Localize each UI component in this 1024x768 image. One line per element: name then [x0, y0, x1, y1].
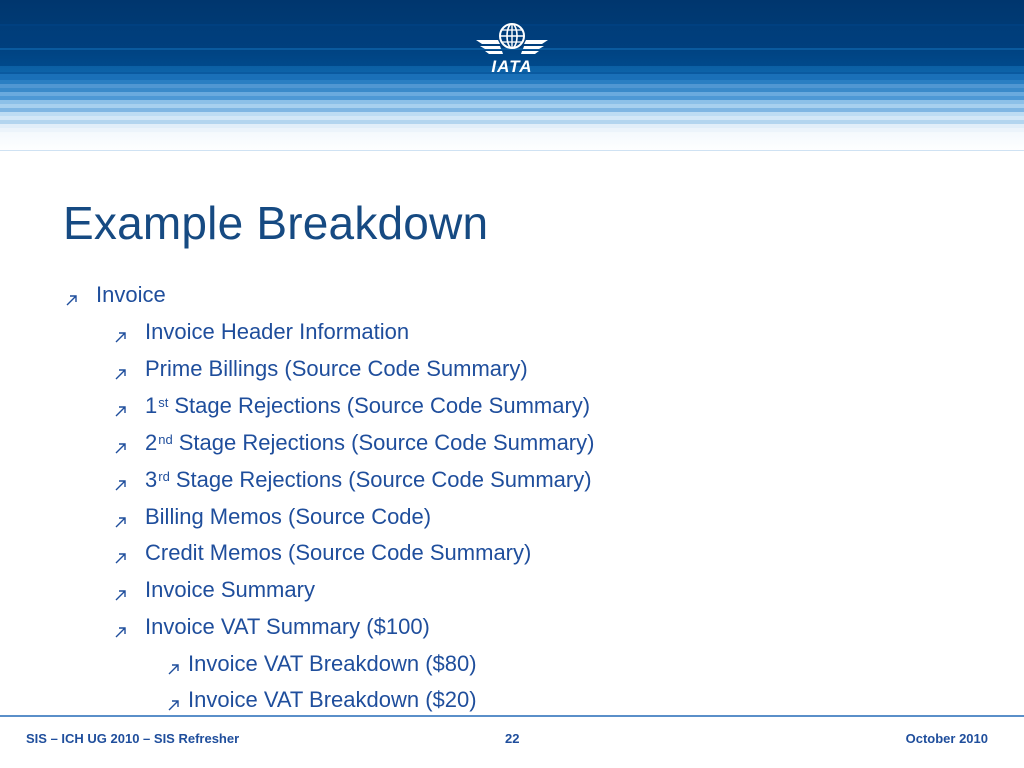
- arrow-up-right-icon: [113, 544, 129, 564]
- bullet-text: Invoice VAT Breakdown ($20): [188, 687, 477, 712]
- bullet-text: Prime Billings (Source Code Summary): [145, 356, 528, 381]
- arrow-up-right-icon: [113, 581, 129, 601]
- bullet-1st-stage-rejections: 1st Stage Rejections (Source Code Summary…: [113, 391, 590, 421]
- bullet-ordinal-suffix: nd: [158, 432, 173, 447]
- bullet-ordinal: 3: [145, 467, 158, 492]
- bullet-text: Stage Rejections (Source Code Summary): [175, 467, 592, 492]
- bullet-text: Invoice Summary: [145, 577, 315, 602]
- bullet-text: Invoice Header Information: [145, 319, 410, 344]
- bullet-text: Stage Rejections (Source Code Summary): [174, 393, 591, 418]
- footer-date: October 2010: [905, 731, 988, 746]
- bullet-invoice-summary: Invoice Summary: [113, 575, 315, 605]
- iata-logo: IATA: [472, 20, 552, 76]
- header-divider: [0, 150, 1024, 151]
- footer-divider: [0, 715, 1024, 717]
- bullet-3rd-stage-rejections: 3rd Stage Rejections (Source Code Summary…: [113, 465, 592, 495]
- arrow-up-right-icon: [113, 397, 129, 417]
- bullet-text: Invoice VAT Summary ($100): [145, 614, 430, 639]
- arrow-up-right-icon: [113, 323, 129, 343]
- bullet-billing-memos: Billing Memos (Source Code): [113, 502, 431, 532]
- bullet-credit-memos: Credit Memos (Source Code Summary): [113, 538, 531, 568]
- bullet-ordinal-suffix: rd: [158, 469, 170, 484]
- bullet-invoice-vat-breakdown-80: Invoice VAT Breakdown ($80): [166, 649, 477, 679]
- bullet-ordinal: 2: [145, 430, 158, 455]
- bullet-invoice-vat-breakdown-20: Invoice VAT Breakdown ($20): [166, 685, 477, 715]
- footer-presentation-title: SIS – ICH UG 2010 – SIS Refresher: [26, 731, 240, 746]
- bullet-invoice-vat-summary: Invoice VAT Summary ($100): [113, 612, 430, 642]
- bullet-invoice: Invoice: [64, 280, 166, 310]
- bullet-ordinal-suffix: st: [158, 395, 169, 410]
- arrow-up-right-icon: [113, 508, 129, 528]
- bullet-text: Invoice: [96, 282, 166, 307]
- slide-title: Example Breakdown: [63, 197, 489, 249]
- logo-wordmark: IATA: [491, 57, 532, 76]
- bullet-text: Invoice VAT Breakdown ($80): [188, 651, 477, 676]
- arrow-up-right-icon: [113, 618, 129, 638]
- arrow-up-right-icon: [113, 360, 129, 380]
- arrow-up-right-icon: [64, 286, 80, 306]
- bullet-prime-billings: Prime Billings (Source Code Summary): [113, 354, 528, 384]
- arrow-up-right-icon: [113, 434, 129, 454]
- bullet-invoice-header-information: Invoice Header Information: [113, 317, 409, 347]
- bullet-ordinal: 1: [145, 393, 158, 418]
- bullet-2nd-stage-rejections: 2nd Stage Rejections (Source Code Summary…: [113, 428, 594, 458]
- arrow-up-right-icon: [166, 655, 182, 675]
- iata-globe-wings-logo-icon: IATA: [476, 23, 548, 76]
- bullet-text: Credit Memos (Source Code Summary): [145, 540, 532, 565]
- footer-page-number: 22: [505, 731, 520, 746]
- arrow-up-right-icon: [113, 471, 129, 491]
- arrow-up-right-icon: [166, 691, 182, 711]
- bullet-text: Billing Memos (Source Code): [145, 504, 432, 529]
- bullet-text: Stage Rejections (Source Code Summary): [178, 430, 595, 455]
